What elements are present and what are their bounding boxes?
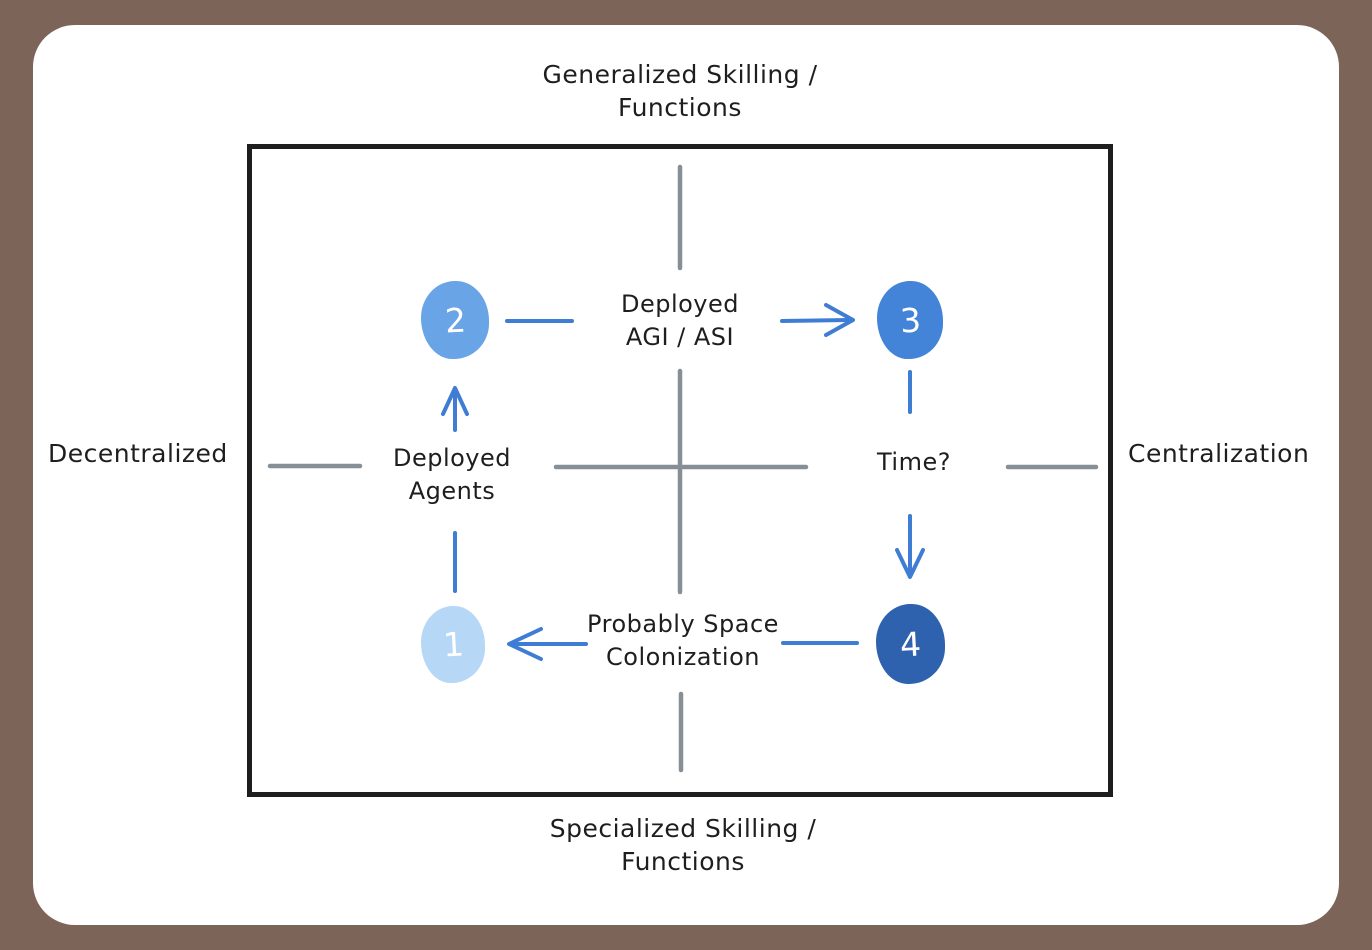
edge-label-probably-space-colonization: Probably Space Colonization (587, 608, 779, 674)
node-2-number: 2 (443, 299, 467, 341)
left-axis-label: Decentralized (48, 439, 228, 468)
top-axis-label-line2: Functions (618, 93, 742, 122)
edge-label-deployed-agi-asi: Deployed AGI / ASI (621, 288, 739, 354)
quadrant-box (247, 144, 1113, 797)
top-axis-label: Generalized Skilling / Functions (542, 58, 817, 124)
node-4: 4 (876, 604, 945, 684)
edge-label-deployed-agents-line1: Deployed (392, 444, 512, 472)
bottom-axis-label-line2: Functions (621, 847, 745, 876)
edge-label-deployed-agi-asi-line1: Deployed (620, 290, 740, 318)
edge-label-deployed-agents: Deployed Agents (393, 442, 511, 508)
edge-label-deployed-agents-line2: Agents (408, 477, 496, 505)
bottom-axis-label-line1: Specialized Skilling / (549, 814, 817, 843)
right-axis-label: Centralization (1128, 439, 1310, 468)
edge-label-probably-space-colonization-line1: Probably Space (587, 610, 779, 638)
node-3: 3 (877, 281, 943, 359)
node-1: 1 (421, 606, 485, 683)
node-3-number: 3 (898, 299, 922, 341)
top-axis-label-line1: Generalized Skilling / (542, 60, 818, 89)
edge-label-time: Time? (877, 448, 951, 476)
bottom-axis-label: Specialized Skilling / Functions (550, 812, 817, 878)
edge-label-probably-space-colonization-line2: Colonization (606, 643, 760, 671)
edge-label-deployed-agi-asi-line2: AGI / ASI (625, 323, 735, 351)
node-4-number: 4 (898, 623, 923, 665)
node-2: 2 (421, 281, 489, 359)
node-1-number: 1 (441, 624, 465, 665)
